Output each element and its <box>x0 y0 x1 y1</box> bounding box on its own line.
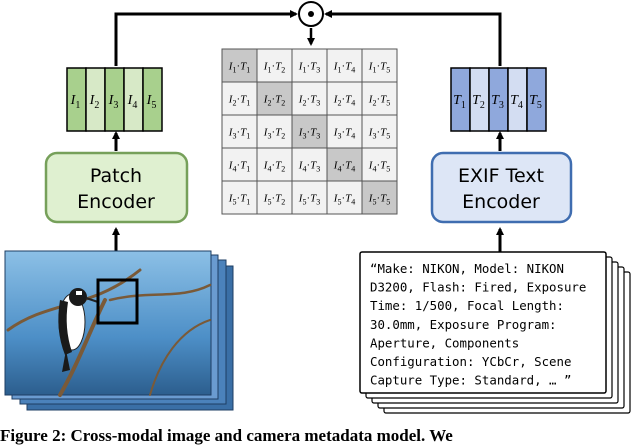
text-encoder: EXIF Text Encoder <box>430 151 573 224</box>
matrix-cell <box>256 81 293 116</box>
matrix-cell <box>291 180 328 215</box>
image-token-cell <box>142 67 163 132</box>
exif-text-card <box>359 251 607 394</box>
left-connector <box>114 10 298 66</box>
matrix-cell <box>326 48 363 83</box>
patch-encoder: Patch Encoder <box>44 151 189 224</box>
exif-text-line: “Make: NIKON, Model: NIKON <box>370 261 564 276</box>
woodpecker <box>58 288 99 372</box>
exif-text-line: 30.0mm, Exposure Program: <box>370 317 557 332</box>
exif-text-lines: “Make: NIKON, Model: NIKON D3200, Flash: … <box>370 261 586 388</box>
right-connector <box>324 10 502 66</box>
photo-stack <box>4 250 234 411</box>
image-token-label: I5 <box>146 93 157 111</box>
matrix-cell <box>221 114 258 149</box>
matrix-cell <box>361 180 398 215</box>
text-encoder-label-2: Encoder <box>462 191 540 213</box>
matrix-cell <box>361 48 398 83</box>
image-token-label: I2 <box>89 93 100 111</box>
patch-encoder-label-2: Encoder <box>77 191 155 213</box>
patch-encoder-label-1: Patch <box>90 165 142 187</box>
matrix-cell <box>326 114 363 149</box>
matrix-cell <box>326 147 363 182</box>
matrix-cell <box>256 180 293 215</box>
matrix-cell <box>326 81 363 116</box>
image-token-label: I4 <box>127 93 138 111</box>
matrix-cell <box>221 147 258 182</box>
combine-node <box>298 1 324 27</box>
exif-text-line: Capture Type: Standard, … ” <box>370 373 571 388</box>
matrix-cell <box>291 114 328 149</box>
matrix-cell <box>291 48 328 83</box>
exif-text-line: Aperture, Components <box>370 335 519 350</box>
exif-text-line: Time: 1/500, Focal Length: <box>370 298 564 313</box>
matrix-cell <box>326 180 363 215</box>
matrix-cell <box>361 114 398 149</box>
image-token-label: I3 <box>108 93 119 111</box>
text-token-cell <box>526 67 547 132</box>
exif-text-line: D3200, Flash: Fired, Exposure <box>370 280 586 295</box>
exif-text-stack: “Make: NIKON, Model: NIKON D3200, Flash: … <box>359 251 631 414</box>
image-token-strip: I1 I2 I3 I4 I5 <box>66 67 163 132</box>
figure-caption: Figure 2: Cross-modal image and camera m… <box>0 426 453 445</box>
text-encoder-label-1: EXIF Text <box>458 165 544 187</box>
patch-selection <box>96 278 139 325</box>
image-token-label: I1 <box>70 93 81 111</box>
exif-text-line: Configuration: YCbCr, Scene <box>370 354 571 369</box>
